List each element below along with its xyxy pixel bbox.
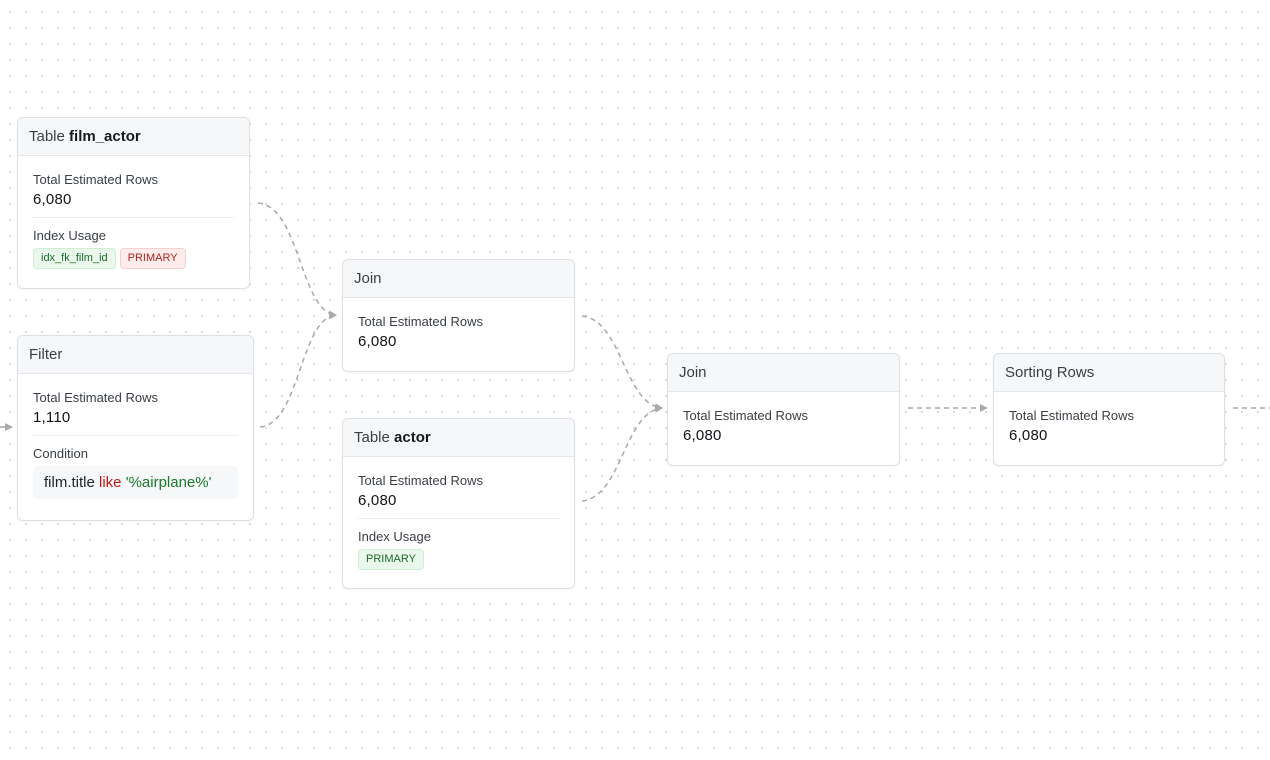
condition-operator: like	[99, 474, 122, 491]
rows-value: 6,080	[33, 191, 72, 208]
node-prefix: Table	[354, 429, 390, 446]
rows-label: Total Estimated Rows	[358, 314, 483, 329]
rows-value: 6,080	[1009, 427, 1048, 444]
node-header: Table actor	[343, 419, 574, 457]
node-sorting-rows[interactable]: Sorting Rows Total Estimated Rows 6,080	[993, 353, 1225, 466]
divider	[33, 217, 234, 218]
index-label: Index Usage	[358, 529, 431, 544]
node-header: Join	[343, 260, 574, 298]
node-title: Sorting Rows	[1005, 364, 1095, 381]
condition-label: Condition	[33, 446, 88, 461]
node-prefix: Table	[29, 128, 65, 145]
node-filter[interactable]: Filter Total Estimated Rows 1,110 Condit…	[17, 335, 254, 521]
node-join[interactable]: Join Total Estimated Rows 6,080	[667, 353, 900, 466]
condition-code: film.title like '%airplane%'	[33, 466, 238, 499]
condition-value: '%airplane%'	[125, 474, 212, 491]
node-table-actor[interactable]: Table actor Total Estimated Rows 6,080 I…	[342, 418, 575, 589]
edge-film-actor-to-join	[257, 202, 337, 319]
rows-label: Total Estimated Rows	[33, 390, 158, 405]
rows-value: 1,110	[33, 409, 71, 426]
index-tag: idx_fk_film_id	[33, 248, 116, 269]
node-title: Filter	[29, 346, 63, 363]
rows-value: 6,080	[683, 427, 722, 444]
rows-label: Total Estimated Rows	[33, 172, 158, 187]
rows-value: 6,080	[358, 333, 397, 350]
rows-value: 6,080	[358, 492, 397, 509]
node-title: Join	[679, 364, 707, 381]
node-header: Table film_actor	[18, 118, 249, 156]
condition-field: film.title	[44, 474, 95, 491]
rows-label: Total Estimated Rows	[1009, 408, 1134, 423]
index-label: Index Usage	[33, 228, 106, 243]
rows-label: Total Estimated Rows	[683, 408, 808, 423]
edge-filter-to-join	[259, 311, 337, 428]
node-table-film-actor[interactable]: Table film_actor Total Estimated Rows 6,…	[17, 117, 250, 289]
index-tag: PRIMARY	[358, 549, 424, 570]
index-tags: PRIMARY	[358, 549, 559, 570]
edge-actor-to-join	[581, 404, 663, 502]
index-tags: idx_fk_film_id PRIMARY	[33, 248, 234, 269]
rows-label: Total Estimated Rows	[358, 473, 483, 488]
divider	[33, 435, 238, 436]
node-title: Join	[354, 270, 382, 287]
node-table-name: film_actor	[69, 128, 141, 145]
index-tag: PRIMARY	[119, 248, 186, 269]
node-header: Join	[668, 354, 899, 392]
node-header: Filter	[18, 336, 253, 374]
divider	[358, 518, 559, 519]
edge-join-to-join	[581, 315, 663, 412]
node-join[interactable]: Join Total Estimated Rows 6,080	[342, 259, 575, 372]
node-table-name: actor	[394, 429, 431, 446]
node-header: Sorting Rows	[994, 354, 1224, 392]
